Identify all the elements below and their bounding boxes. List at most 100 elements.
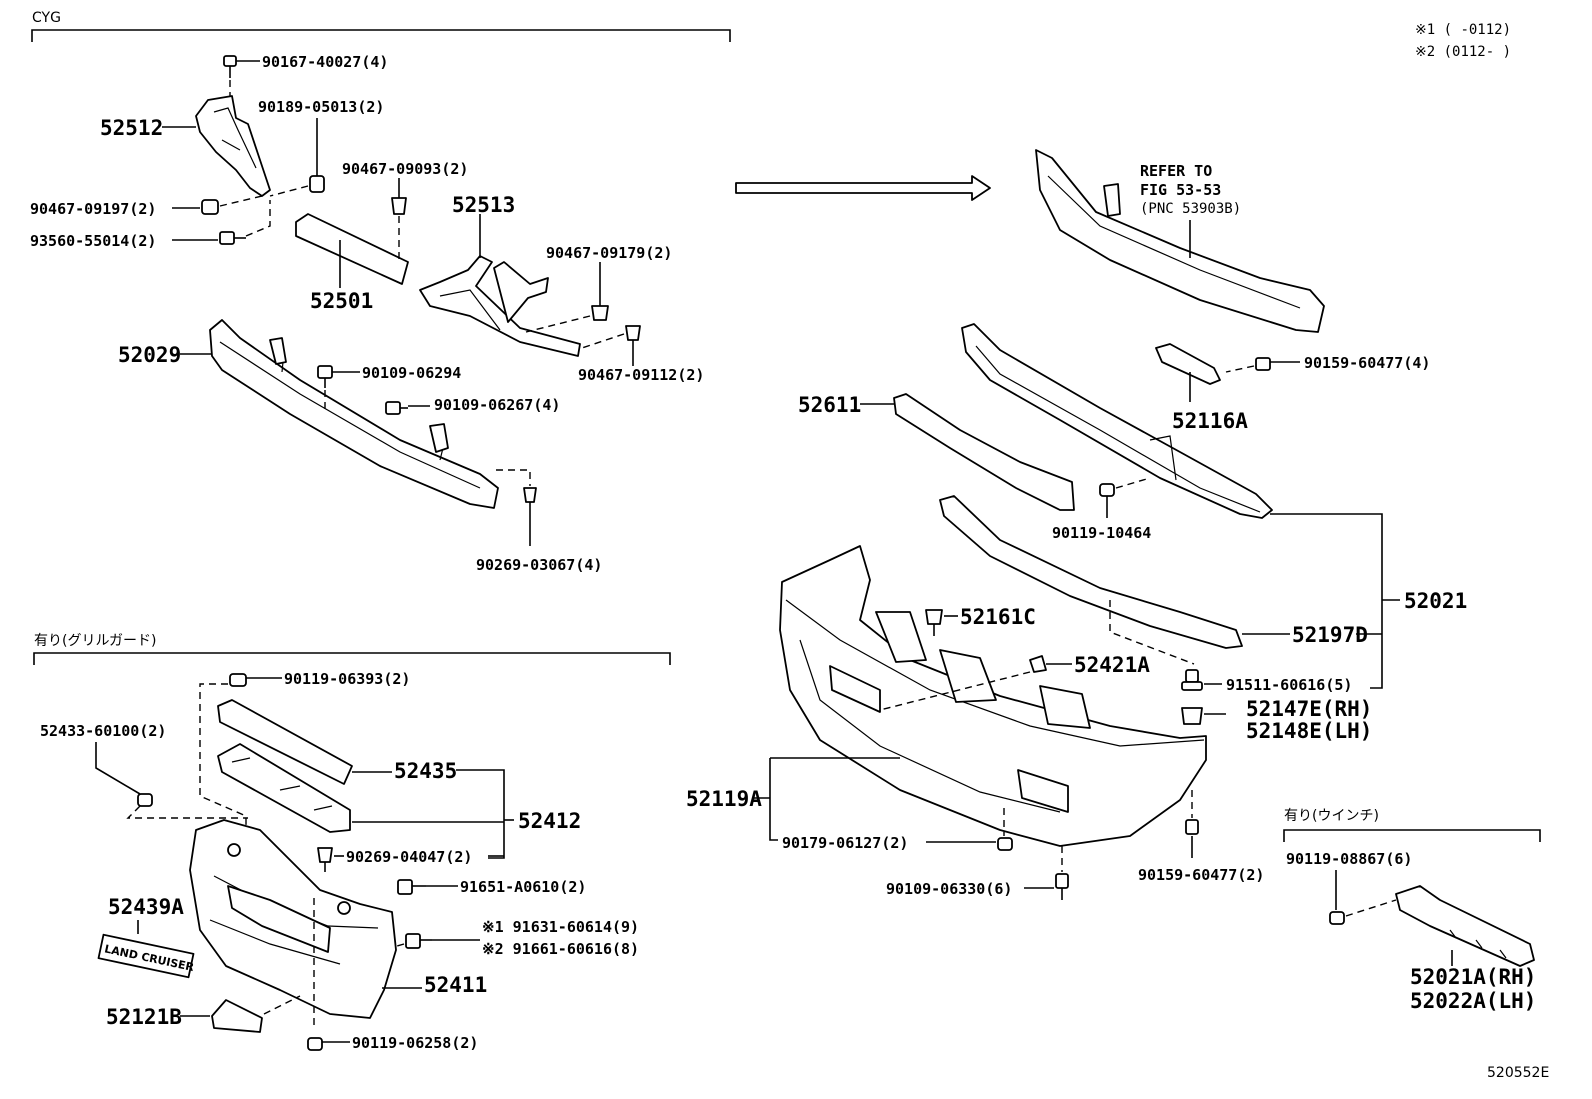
label-90467-09093: 90467-09093(2) <box>342 160 468 178</box>
label-90119-06393: 90119-06393(2) <box>284 670 410 688</box>
clip-52161C-icon <box>925 609 943 636</box>
label-90159-60477a: 90159-60477(4) <box>1304 354 1430 372</box>
figure-id: 520552E <box>1487 1065 1549 1081</box>
note-2: ※2 (0112- ) <box>1415 44 1511 60</box>
refer-line-3: (PNC 53903B) <box>1140 201 1241 217</box>
label-52021: 52021 <box>1404 589 1467 613</box>
section-bracket-grille-guard <box>33 652 671 665</box>
label-52147E: 52147E(RH) <box>1246 697 1372 721</box>
nut-90179-06127-icon <box>997 837 1013 851</box>
bolt-93560-55014-icon <box>219 231 246 245</box>
label-90467-09197: 90467-09197(2) <box>30 200 156 218</box>
label-90189-05013: 90189-05013(2) <box>258 98 384 116</box>
label-90167-40027: 90167-40027(4) <box>262 53 388 71</box>
part-52121B-bracket <box>211 999 263 1033</box>
bolt-90119-06393-icon <box>229 673 247 687</box>
refer-line-2: FIG 53-53 <box>1140 181 1221 199</box>
bolt-90119-10464-icon <box>1099 483 1115 497</box>
label-90109-06267: 90109-06267(4) <box>434 396 560 414</box>
label-52412: 52412 <box>518 809 581 833</box>
part-52021A-winch-bracket <box>1395 885 1535 967</box>
section-bracket-winch <box>1283 829 1541 842</box>
label-90119-06258: 90119-06258(2) <box>352 1034 478 1052</box>
part-52435-bar <box>217 699 353 785</box>
bolt-90119-06258-icon <box>307 1037 323 1051</box>
label-52119A: 52119A <box>686 787 762 811</box>
label-52439A: 52439A <box>108 895 184 919</box>
clip-90269-04047-icon <box>317 847 333 872</box>
label-52411: 52411 <box>424 973 487 997</box>
label-90467-09112: 90467-09112(2) <box>578 366 704 384</box>
label-90467-09179: 90467-09179(2) <box>546 244 672 262</box>
bolt-90109-06267-icon <box>385 401 408 415</box>
part-52029-reinforcement <box>209 319 499 509</box>
label-52029: 52029 <box>118 343 181 367</box>
part-52513-grille-trim <box>419 255 581 357</box>
part-52197D-retainer <box>939 495 1243 649</box>
bolt-91631-60614-icon <box>405 933 432 949</box>
label-52433-60100: 52433-60100(2) <box>40 722 166 740</box>
bolt-90159-60477b-icon <box>1185 819 1199 835</box>
clip-52147E-icon <box>1181 707 1203 725</box>
nut-52433-60100-icon <box>137 793 153 807</box>
label-90109-06330: 90109-06330(6) <box>886 880 1012 898</box>
label-93560-55014: 93560-55014(2) <box>30 232 156 250</box>
section-label-winch: 有り(ウインチ) <box>1284 808 1379 824</box>
clip-90467-09093-icon <box>391 197 407 215</box>
label-52021A: 52021A(RH) <box>1410 965 1536 989</box>
bolt-90109-06330-icon <box>1055 873 1069 900</box>
clip-90467-09112-icon <box>625 325 641 341</box>
label-90159-60477b: 90159-60477(2) <box>1138 866 1264 884</box>
label-52513: 52513 <box>452 193 515 217</box>
label-52121B: 52121B <box>106 1005 182 1029</box>
clip-90189-05013-icon <box>309 175 325 193</box>
label-52116A: 52116A <box>1172 409 1248 433</box>
label-91651-A0610: 91651-A0610(2) <box>460 878 586 896</box>
label-52421A: 52421A <box>1074 653 1150 677</box>
part-52116A-bracket <box>1155 343 1221 385</box>
label-90179-06127: 90179-06127(2) <box>782 834 908 852</box>
part-52119A-bumper-cover <box>779 545 1207 847</box>
bolt-90159-60477a-icon <box>1255 357 1271 371</box>
clip-90467-09197-icon <box>201 199 219 215</box>
screw-90167-40027-icon <box>223 55 237 78</box>
label-52435: 52435 <box>394 759 457 783</box>
label-90119-10464: 90119-10464 <box>1052 524 1151 542</box>
direction-arrow <box>735 175 991 201</box>
part-52439A-emblem: LAND CRUISER <box>97 933 196 979</box>
label-52148E: 52148E(LH) <box>1246 719 1372 743</box>
label-90109-06294: 90109-06294 <box>362 364 461 382</box>
label-91661-60616: ※2 91661-60616(8) <box>482 940 639 958</box>
clip-90269-03067-icon <box>523 487 537 512</box>
label-52197D: 52197D <box>1292 623 1368 647</box>
section-label-cyg: CYG <box>32 10 61 26</box>
bolt-91651-A0610-icon <box>397 879 426 895</box>
part-52611-absorber <box>893 393 1075 511</box>
label-91631-60614: ※1 91631-60614(9) <box>482 918 639 936</box>
bolt-90109-06294-icon <box>317 365 333 388</box>
section-label-grille-guard: 有り(グリルガード) <box>34 633 157 649</box>
label-52501: 52501 <box>310 289 373 313</box>
label-90269-04047: 90269-04047(2) <box>346 848 472 866</box>
clip-52421A-icon <box>1029 655 1047 673</box>
section-bracket-cyg <box>31 29 731 42</box>
label-90119-08867: 90119-08867(6) <box>1286 850 1412 868</box>
part-reinforcement-upper <box>1035 149 1325 333</box>
part-52411-grille-guard <box>189 819 397 1019</box>
part-52512-bracket <box>195 95 271 197</box>
part-52501-strip <box>295 213 409 285</box>
label-52161C: 52161C <box>960 605 1036 629</box>
label-52512: 52512 <box>100 116 163 140</box>
clip-90467-09179-icon <box>591 305 609 321</box>
label-91511-60616: 91511-60616(5) <box>1226 676 1352 694</box>
label-52611: 52611 <box>798 393 861 417</box>
refer-line-1: REFER TO <box>1140 162 1212 180</box>
label-90269-03067: 90269-03067(4) <box>476 556 602 574</box>
bolt-90119-08867-icon <box>1329 911 1345 925</box>
note-1: ※1 ( -0112) <box>1415 22 1511 38</box>
part-52021-reinforcement <box>961 323 1273 519</box>
bolt-91511-60616-icon <box>1181 669 1203 691</box>
label-52022A: 52022A(LH) <box>1410 989 1536 1013</box>
part-52412-bracket <box>217 743 351 833</box>
